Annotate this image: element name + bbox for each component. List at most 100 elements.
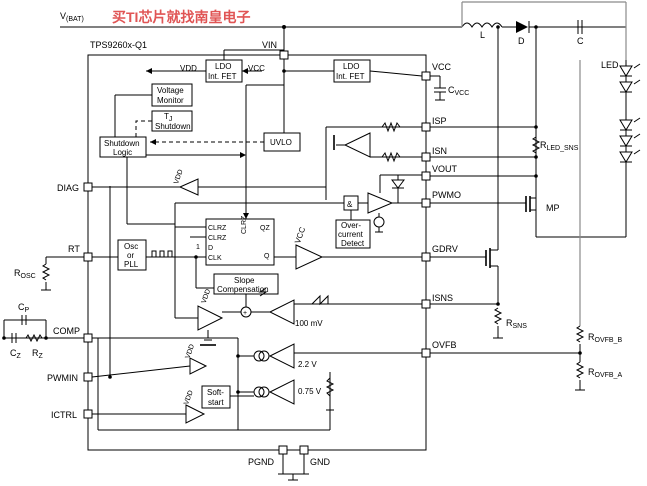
svg-text:Voltage: Voltage [157, 86, 184, 95]
svg-text:UVLO: UVLO [270, 138, 292, 147]
vbat-label: V(BAT) [60, 11, 84, 23]
watermark: 买TI芯片就找南皇电子 [112, 9, 250, 25]
svg-text:current: current [338, 230, 364, 239]
pin-ictrl: ICTRL [51, 409, 93, 420]
ldo-vdd-block: LDO Int. FET [205, 59, 243, 83]
tj-shutdown-block: TJ Shutdown [151, 110, 193, 132]
svg-text:ICTRL: ICTRL [51, 410, 77, 420]
svg-text:VOUT: VOUT [432, 164, 458, 174]
svg-text:ISNS: ISNS [432, 293, 453, 303]
svg-text:CVCC: CVCC [448, 85, 469, 97]
r-led-sense: RLED_SNS [531, 127, 579, 154]
current-source [373, 216, 385, 228]
svg-text:RSNS: RSNS [506, 318, 527, 330]
svg-text:Q: Q [264, 253, 270, 260]
pin-pwmin: PWMIN [47, 372, 93, 383]
pin-gdrv: GDRV [421, 244, 458, 262]
svg-text:Soft-: Soft- [207, 388, 224, 397]
svg-text:Logic: Logic [113, 148, 132, 157]
pwmo-buffer [358, 174, 422, 214]
shutdown-logic-block: Shutdown Logic [99, 136, 147, 158]
svg-text:or: or [127, 251, 134, 260]
ovfb-amp: 2.2 V [253, 343, 422, 369]
pin-vin: VIN [262, 27, 289, 60]
pin-diag: DIAG [57, 182, 93, 193]
svg-text:TJ: TJ [164, 112, 172, 123]
svg-text:CZ: CZ [10, 348, 22, 360]
diag-buffer: VDD [92, 169, 326, 196]
diode-d: D [516, 21, 530, 46]
svg-text:D: D [208, 245, 213, 252]
svg-text:VDD: VDD [173, 169, 185, 185]
main-switch-nmos [430, 27, 499, 304]
oscillator-block: Osc or PLL [117, 239, 147, 271]
pin-pwmo: PWMO [421, 190, 461, 208]
current-sense-amp [325, 121, 422, 200]
svg-text:GDRV: GDRV [432, 244, 458, 254]
svg-text:&: & [347, 200, 353, 209]
svg-text:OVFB: OVFB [432, 340, 457, 350]
svg-text:LDO: LDO [343, 62, 359, 71]
voltage-monitor-block: Voltage Monitor [151, 83, 193, 107]
svg-text:1: 1 [196, 244, 200, 251]
svg-text:PLL: PLL [124, 260, 139, 269]
svg-text:LED: LED [601, 60, 619, 70]
svg-text:DIAG: DIAG [57, 183, 79, 193]
gate-driver: VCC [274, 226, 422, 270]
pin-isns: ISNS [421, 293, 453, 309]
svg-text:ISN: ISN [432, 146, 447, 156]
svg-text:VDD: VDD [201, 288, 213, 304]
svg-text:VIN: VIN [262, 40, 277, 50]
svg-text:D: D [518, 36, 525, 46]
svg-text:RZ: RZ [32, 348, 44, 360]
overcurrent-detect-block: Over- current Detect [335, 219, 371, 249]
inductor-l: L [461, 22, 503, 40]
pmos-mp: MP [430, 196, 560, 213]
svg-text:ROSC: ROSC [14, 268, 36, 280]
compensation-network: CP CZ RZ [2, 302, 84, 360]
svg-text:PWMIN: PWMIN [47, 373, 78, 383]
svg-text:Compensation: Compensation [217, 285, 269, 294]
r-ovfb-a: ROVFB_A [575, 361, 622, 391]
svg-text:L: L [480, 30, 485, 40]
isns-amp: 100 mV [251, 299, 422, 328]
svg-text:Int. FET: Int. FET [336, 72, 365, 81]
r-ovfb-b: ROVFB_B [575, 325, 622, 344]
led-string: LED [601, 60, 641, 163]
svg-text:Shutdown: Shutdown [104, 139, 140, 148]
pin-ovfb: OVFB [421, 340, 457, 358]
ldo-vdd-in-label: VCC [248, 64, 265, 73]
r-sense: RSNS [493, 307, 527, 339]
vcc-capacitor: CVCC [430, 75, 469, 101]
svg-text:CP: CP [18, 302, 30, 314]
softstart-block: Soft- start [201, 385, 231, 409]
svg-text:LDO: LDO [215, 62, 231, 71]
flip-flop: CLRZ CLRZ D CLK QZ Q CLRZ 1 [196, 215, 275, 266]
svg-text:VDD: VDD [185, 343, 197, 359]
svg-text:100 mV: 100 mV [295, 319, 323, 328]
r-osc: ROSC [14, 256, 84, 291]
pwm-switch: VDD [91, 330, 216, 378]
and-gate: & [343, 195, 359, 211]
svg-text:Shutdown: Shutdown [155, 122, 191, 131]
pwm-comparator: VDD [175, 288, 224, 331]
summing-plus: + [243, 310, 247, 317]
svg-text:Int. FET: Int. FET [208, 72, 237, 81]
svg-text:QZ: QZ [260, 225, 270, 232]
svg-text:CLRZ: CLRZ [241, 215, 248, 234]
svg-text:RLED_SNS: RLED_SNS [540, 140, 579, 152]
svg-text:Monitor: Monitor [157, 96, 184, 105]
pin-gnd: GND [283, 445, 331, 481]
svg-text:ROVFB_B: ROVFB_B [588, 332, 622, 344]
ldo-vcc-block: LDO Int. FET [333, 59, 371, 83]
slope-compensation-block: Slope Compensation [213, 273, 279, 295]
uvlo-block: UVLO [263, 132, 301, 152]
svg-text:RT: RT [68, 244, 80, 254]
output-capacitor: C [577, 20, 584, 46]
svg-text:VCC: VCC [432, 62, 452, 72]
svg-text:start: start [208, 398, 224, 407]
svg-text:CLRZ: CLRZ [208, 225, 227, 232]
svg-text:Over-: Over- [341, 221, 361, 230]
